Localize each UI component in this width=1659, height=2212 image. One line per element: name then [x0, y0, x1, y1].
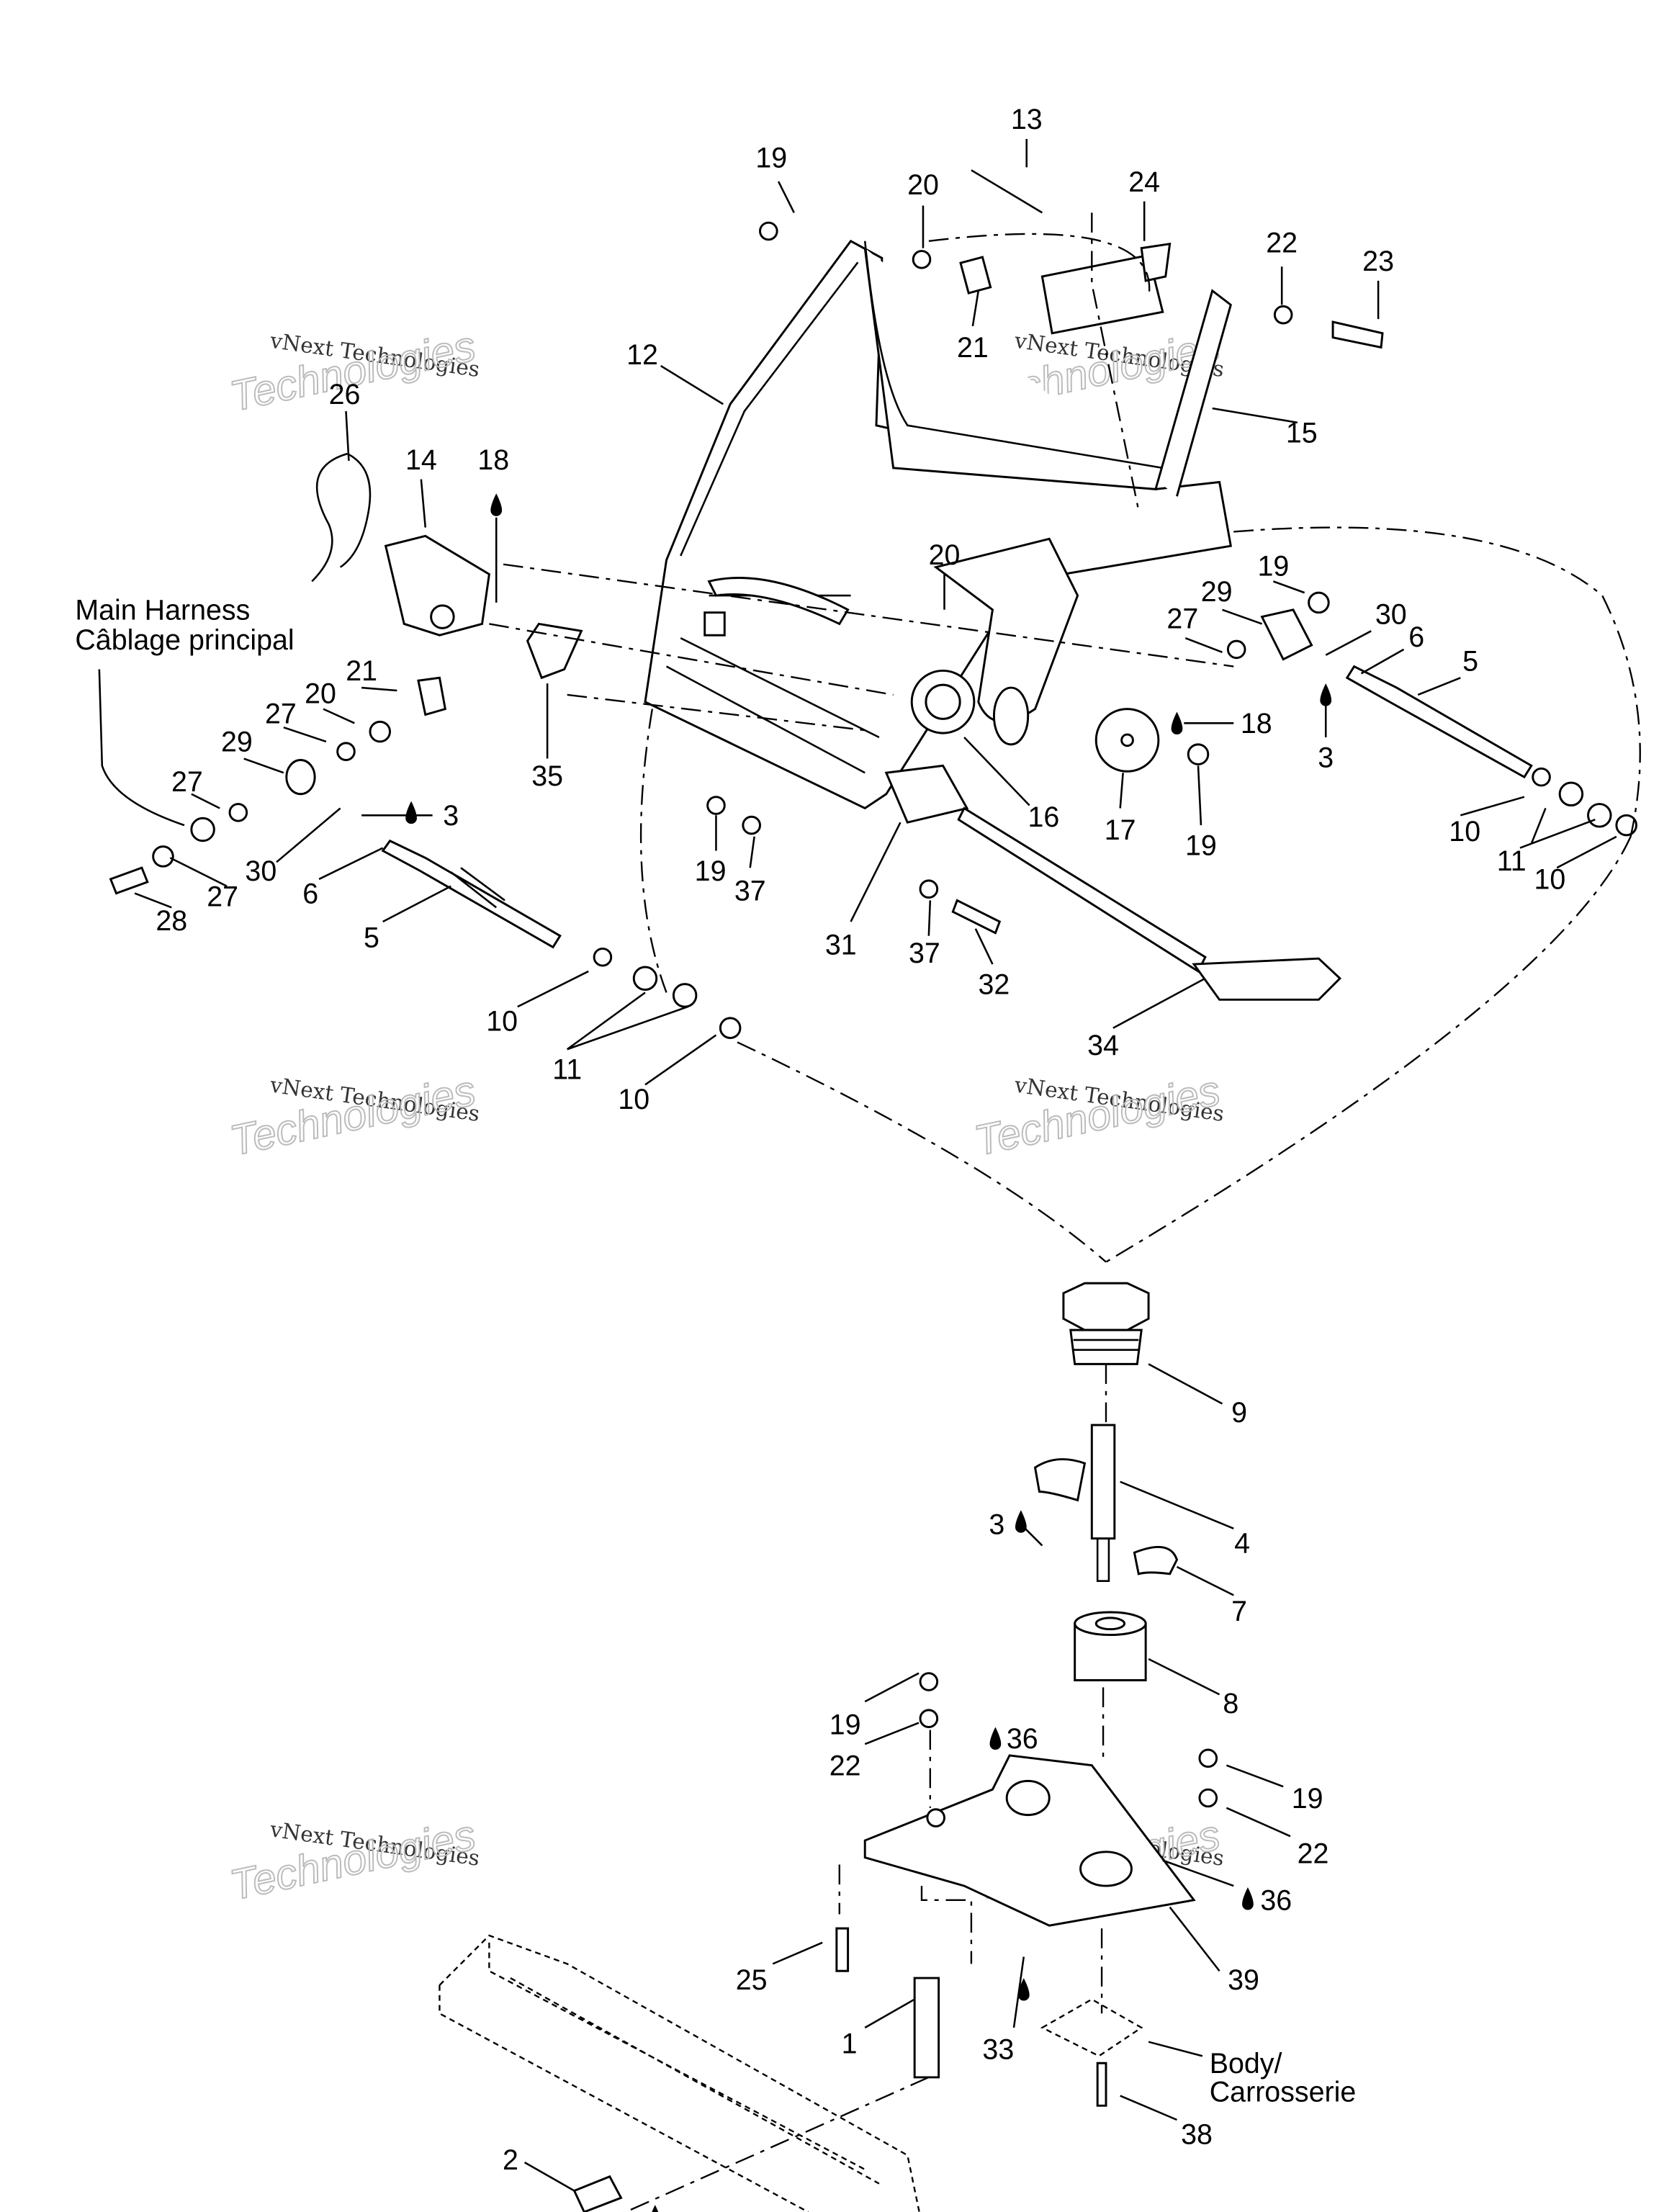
callout: 36 — [1260, 1885, 1292, 1917]
callout: 19 — [1292, 1783, 1323, 1815]
body-panel — [1040, 1998, 1143, 2057]
body-label-en: Body/ — [1210, 2048, 1282, 2080]
callout: 3 — [989, 1509, 1004, 1541]
callout: 39 — [1228, 1964, 1259, 1996]
callout: 20 — [929, 539, 961, 571]
callout: 30 — [1375, 598, 1407, 630]
callout: 13 — [1011, 104, 1043, 135]
oil-drop-icon — [989, 1727, 1002, 1750]
harness-label-en: Main Harness — [75, 595, 250, 626]
callout: 15 — [1286, 417, 1318, 449]
pedal-outline — [439, 1934, 920, 2212]
leader-lines — [134, 138, 1617, 2212]
upper-assembly — [98, 169, 1641, 1263]
callout: 22 — [830, 1750, 861, 1781]
watermark-text: Technologies — [971, 1066, 1224, 1164]
watermark-text: Technologies — [226, 1066, 480, 1164]
callout: 19 — [1185, 830, 1217, 861]
callout: 18 — [477, 444, 509, 476]
callout: 27 — [1166, 603, 1198, 634]
callout: 21 — [957, 332, 989, 364]
callout: 10 — [1449, 816, 1480, 848]
callout: 21 — [346, 655, 377, 687]
callout: 27 — [265, 698, 297, 729]
callout: 14 — [405, 444, 437, 476]
notes: Main Harness Câblage principal Body/ Car… — [75, 595, 1356, 2108]
callout: 38 — [1181, 2118, 1213, 2150]
right-throttle-cable — [1345, 665, 1533, 779]
lower-assembly — [439, 1282, 1218, 2212]
callout: 22 — [1298, 1838, 1329, 1870]
oil-drop-icon — [1015, 1510, 1027, 1533]
callouts: 13 19 20 24 22 23 21 12 26 15 14 18 20 1… — [156, 104, 1565, 2176]
callout: 37 — [734, 875, 766, 907]
callout: 27 — [207, 881, 238, 912]
callout: 33 — [982, 2033, 1014, 2065]
callout: 9 — [1231, 1397, 1247, 1429]
lever-handle — [1192, 957, 1342, 1001]
callout: 28 — [156, 905, 187, 937]
callout: 10 — [1534, 864, 1565, 896]
harness-label-fr: Câblage principal — [75, 624, 294, 656]
callout: 11 — [552, 1054, 582, 1086]
oil-drop-icon — [1171, 711, 1183, 735]
callout: 36 — [1007, 1723, 1038, 1755]
callout: 37 — [909, 938, 940, 969]
callout: 19 — [830, 1709, 861, 1740]
callout: 1 — [842, 2028, 858, 2059]
callout: 5 — [364, 922, 379, 953]
callout: 30 — [245, 855, 276, 887]
callout: 8 — [1223, 1688, 1238, 1719]
callout: 29 — [1201, 576, 1233, 608]
callout: 10 — [618, 1084, 649, 1115]
callout: 19 — [695, 855, 727, 887]
callout: 19 — [1257, 551, 1289, 583]
callout: 34 — [1087, 1030, 1119, 1061]
left-throttle-cable — [381, 839, 562, 949]
callout: 5 — [1462, 645, 1478, 677]
callout: 3 — [443, 800, 459, 832]
main-harness-wire — [98, 669, 185, 827]
callout: 19 — [755, 142, 787, 174]
callout: 3 — [1318, 742, 1334, 773]
callout: 24 — [1128, 166, 1160, 198]
callout: 7 — [1231, 1596, 1247, 1627]
steering-frame — [644, 239, 1233, 810]
callout: 17 — [1105, 814, 1136, 846]
callout: 25 — [736, 1964, 768, 1996]
oil-drop-icon — [490, 493, 503, 516]
callout: 20 — [305, 678, 336, 710]
oil-drop-icon — [405, 801, 417, 824]
callout: 11 — [1497, 845, 1527, 877]
callout: 23 — [1362, 246, 1394, 277]
callout: 18 — [1241, 708, 1272, 739]
callout: 20 — [907, 169, 939, 201]
pin-4 — [1090, 1424, 1116, 1540]
oil-drop-icon — [1017, 1978, 1030, 2001]
callout: 6 — [1408, 621, 1424, 653]
callout: 27 — [171, 766, 203, 798]
callout: 16 — [1028, 801, 1059, 833]
callout: 2 — [503, 2144, 518, 2176]
callout: 4 — [1234, 1527, 1250, 1559]
nut-9 — [1062, 1282, 1150, 1331]
callout: 31 — [825, 929, 857, 961]
lever-rod — [957, 806, 1207, 974]
oil-drop-icon — [652, 2205, 659, 2212]
callout: 35 — [531, 760, 563, 792]
callout: 10 — [486, 1006, 518, 1038]
callout: 32 — [979, 968, 1010, 1000]
watermark-text: Technologies — [226, 1811, 480, 1909]
callout: 12 — [626, 339, 658, 371]
callout: 26 — [329, 379, 361, 410]
oil-drop-icon — [1320, 683, 1332, 706]
callout: 29 — [221, 727, 253, 758]
oil-drop-icon — [1242, 1887, 1254, 1910]
callout: 6 — [302, 878, 318, 909]
body-label-fr: Carrosserie — [1210, 2076, 1357, 2108]
callout: 22 — [1266, 228, 1298, 259]
